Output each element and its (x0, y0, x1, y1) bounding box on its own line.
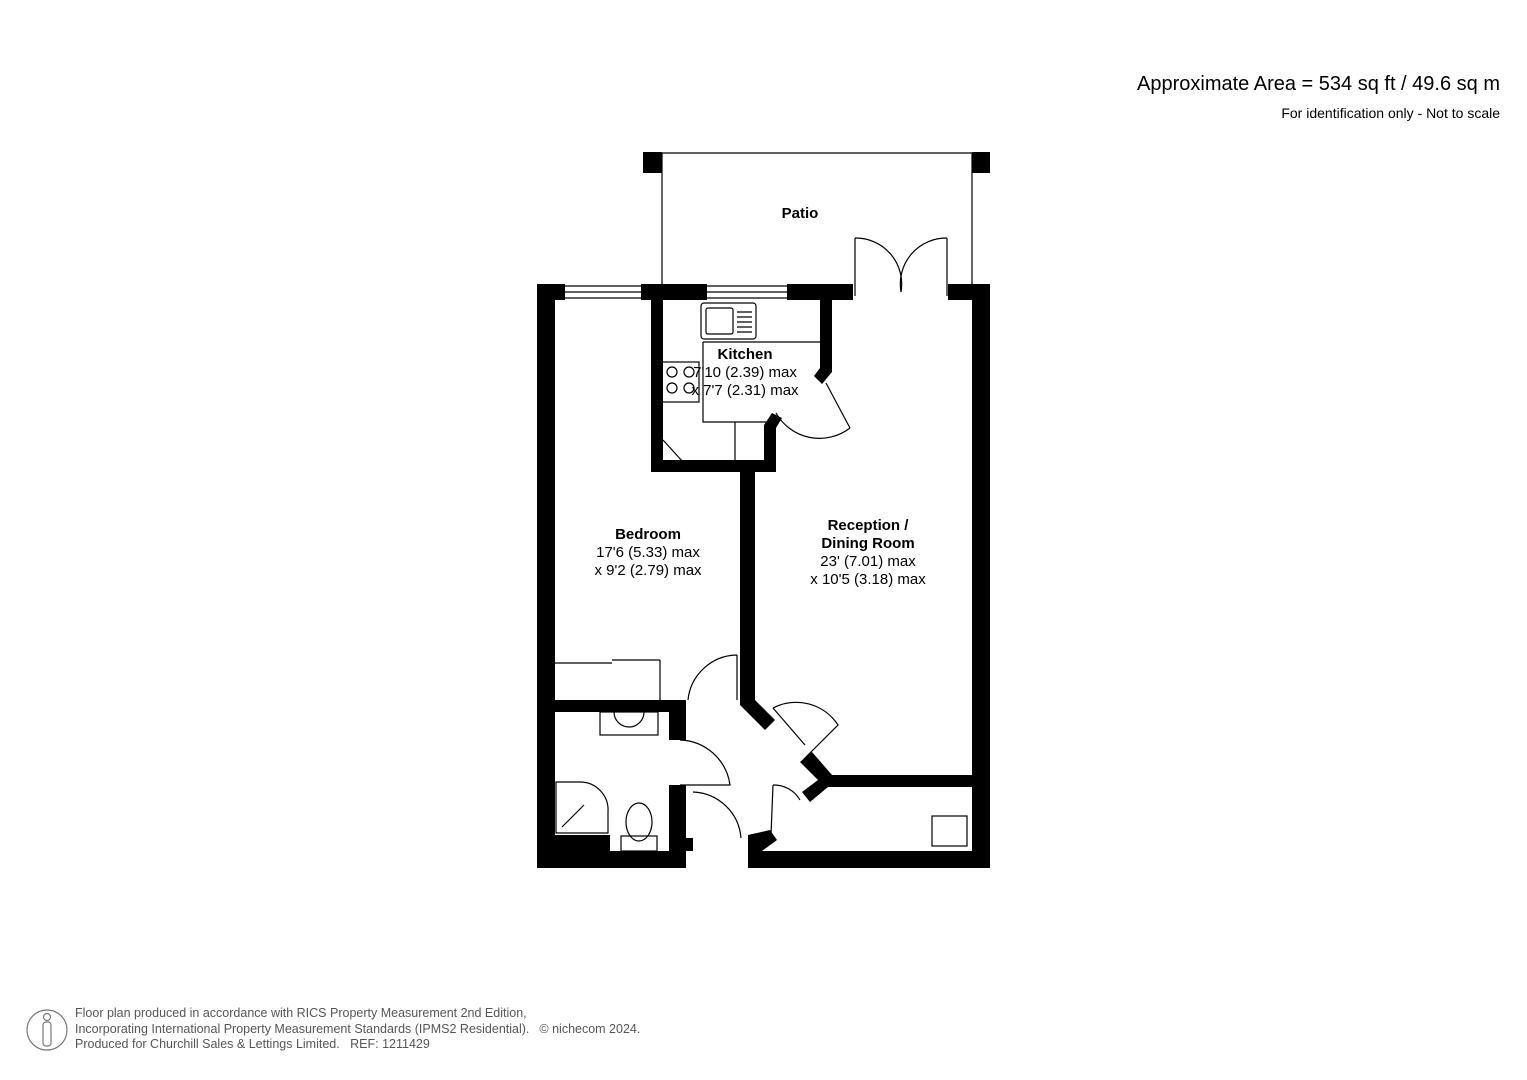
room-label-kitchen: Kitchen 7'10 (2.39) max x 7'7 (2.31) max (691, 346, 798, 400)
room-label-bedroom: Bedroom 17'6 (5.33) max x 9'2 (2.79) max (594, 526, 701, 580)
store-door (770, 784, 801, 836)
kitchen-dim2: x 7'7 (2.31) max (691, 382, 799, 399)
fixtures-lines (555, 152, 973, 852)
kitchen-door (775, 382, 851, 439)
wall-bottom-right (748, 851, 990, 868)
basin-icon (599, 711, 659, 736)
wardrobe (555, 659, 661, 700)
shower-icon (555, 781, 609, 834)
bedroom-dim2: x 9'2 (2.79) max (594, 562, 702, 579)
patio-door-right (899, 237, 948, 296)
footer: Floor plan produced in accordance with R… (75, 1006, 640, 1053)
bedroom-window (565, 285, 641, 299)
wall-bedroom-bathroom (555, 700, 686, 712)
scale-note: For identification only - Not to scale (1281, 105, 1500, 121)
wall-right (972, 284, 990, 868)
copyright: © nichecom 2024. (539, 1021, 641, 1036)
footer-line3: Produced for Churchill Sales & Lettings … (75, 1037, 430, 1051)
kitchen-name: Kitchen (717, 346, 773, 363)
reception-dim2: x 10'5 (3.18) max (810, 571, 926, 588)
toilet-icon (625, 802, 653, 842)
entrance-door (692, 791, 742, 839)
reception-name2: Dining Room (821, 535, 915, 552)
kitchen-dim1: 7'10 (2.39) max (693, 364, 797, 381)
reception-dim1: 23' (7.01) max (820, 553, 916, 570)
reception-name1: Reception / (827, 517, 909, 534)
kitchen-worktop (662, 341, 820, 463)
kitchen-wall-bottom (651, 460, 776, 472)
wall-bedroom-reception (740, 472, 775, 730)
approximate-area: Approximate Area = 534 sq ft / 49.6 sq m (1137, 73, 1500, 95)
bedroom-door (687, 654, 738, 701)
bathroom-door (679, 739, 731, 786)
wall-left (537, 284, 555, 868)
footer-line1: Floor plan produced in accordance with R… (75, 1006, 527, 1020)
walls (537, 152, 990, 868)
patio-post-right (972, 152, 990, 173)
patio-post-left (643, 152, 662, 173)
bedroom-name: Bedroom (615, 526, 681, 543)
bedroom-dim1: 17'6 (5.33) max (596, 544, 700, 561)
footer-line2: Incorporating International Property Mea… (75, 1021, 530, 1036)
room-label-reception: Reception / Dining Room 23' (7.01) max x… (810, 517, 925, 589)
kitchen-window (707, 285, 787, 299)
room-label-patio: Patio (781, 205, 819, 222)
patio-outline (661, 152, 973, 284)
kitchen-wall-left (651, 284, 663, 472)
sink-icon (700, 302, 757, 340)
reception-door (772, 701, 839, 761)
cupboard-unit (931, 815, 968, 847)
patio-door-left (854, 237, 903, 296)
